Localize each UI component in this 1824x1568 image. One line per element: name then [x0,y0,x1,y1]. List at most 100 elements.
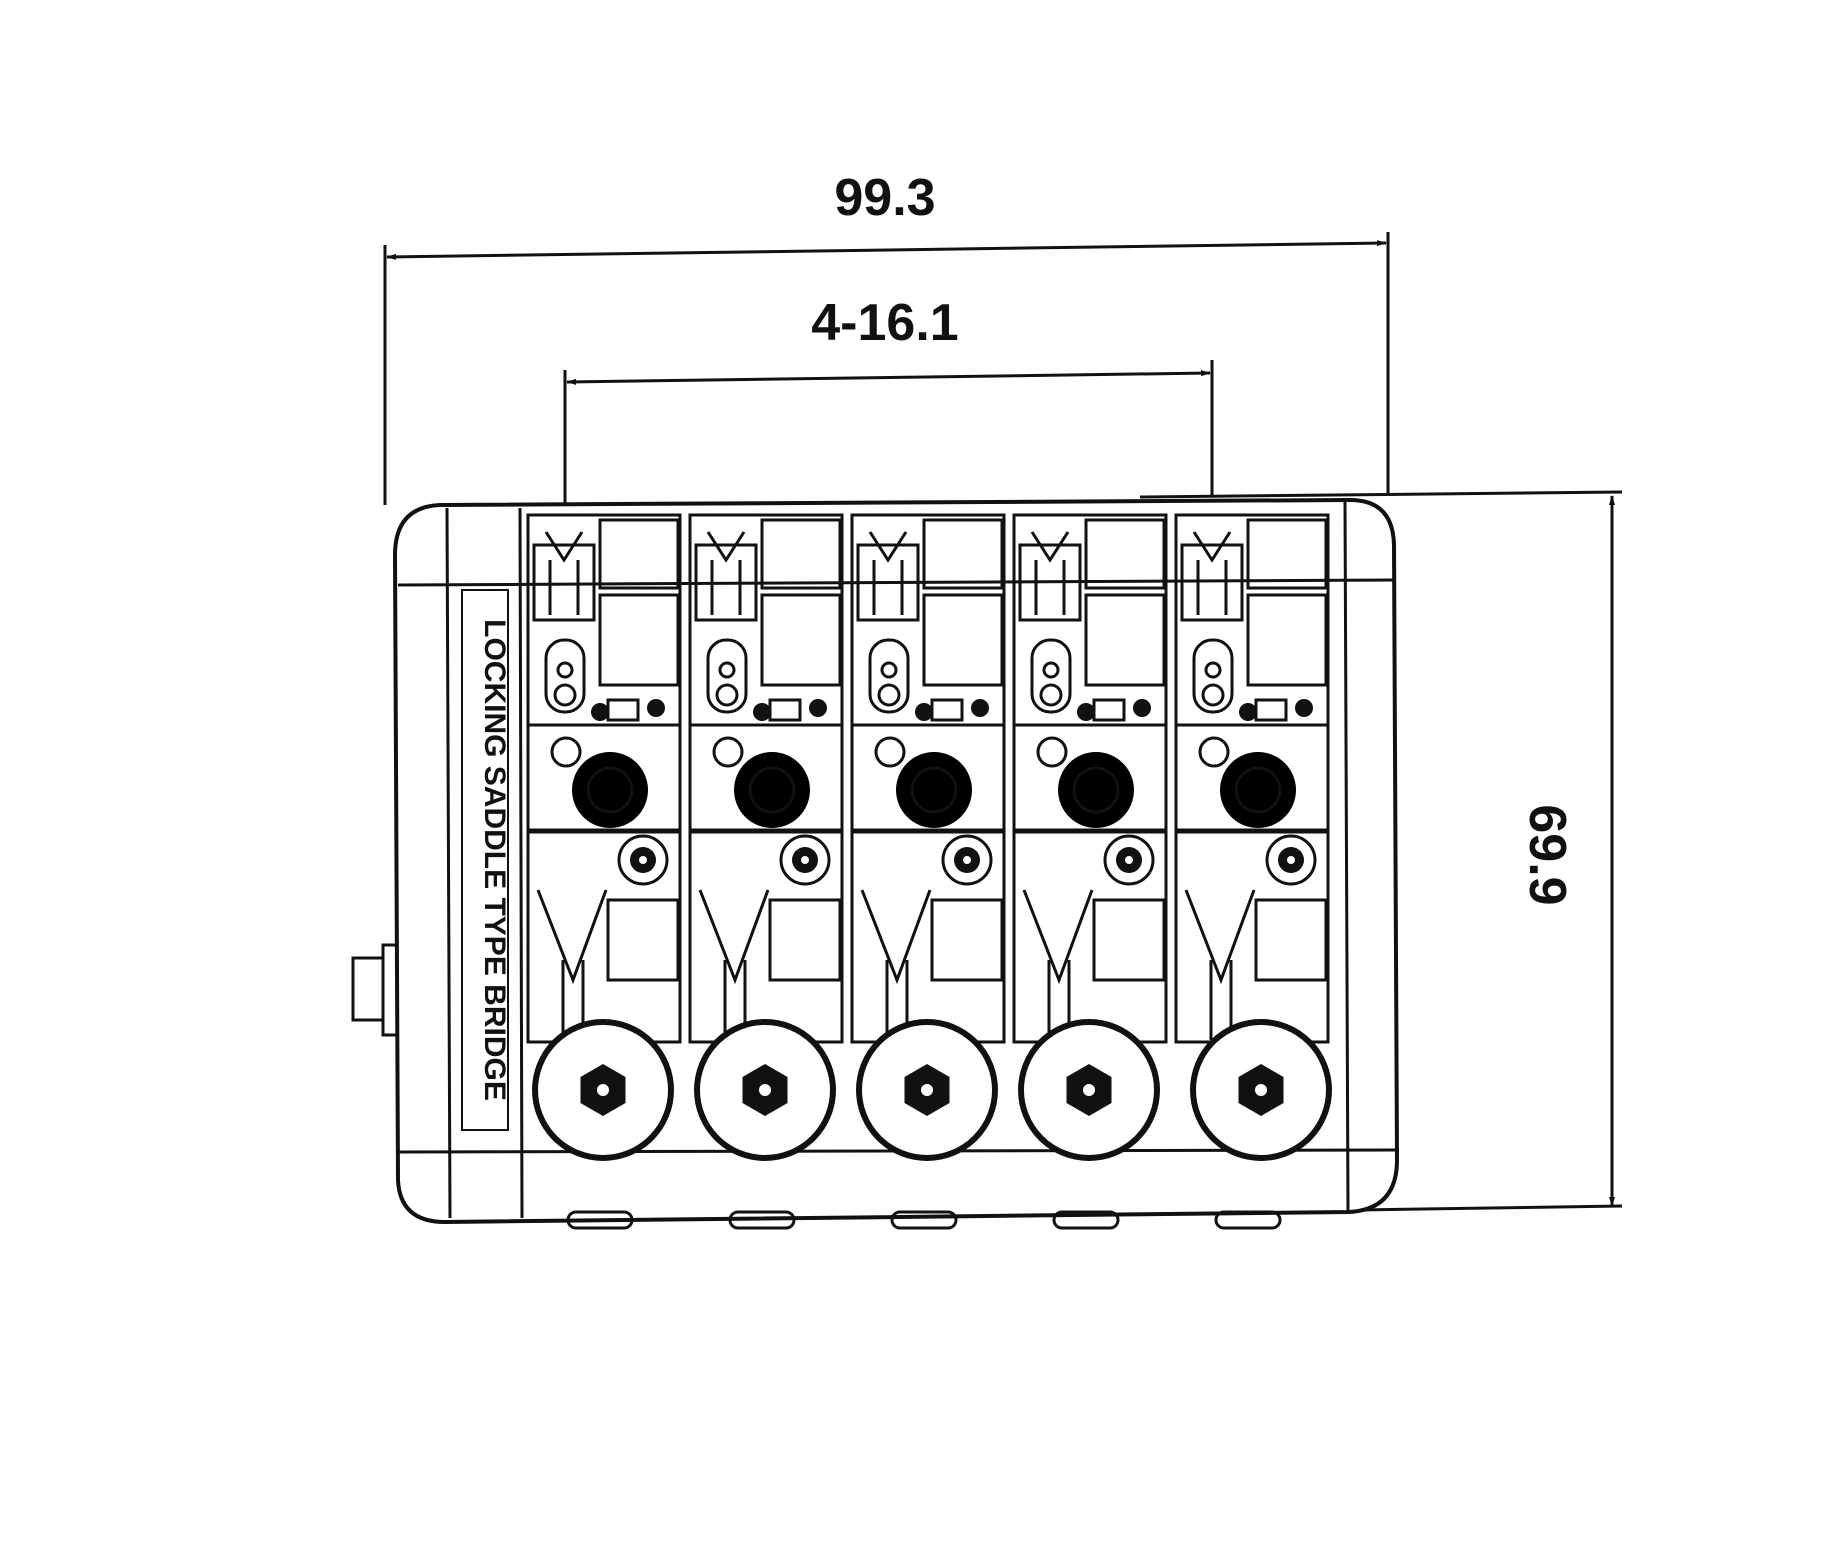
saddle-wedge [1022,889,1094,985]
height-screw-ring [941,834,993,886]
saddle-mid-block [922,593,1004,687]
saddle-group [526,513,1332,1161]
saddle-mid-block [1246,593,1328,687]
lock-pin-top [1204,661,1222,679]
clamp-v-notch [544,531,584,563]
bottom-slot [566,1210,634,1230]
height-screw-socket [801,856,809,864]
hex-socket-center [1255,1084,1267,1096]
intonation-screw-inner [748,766,796,814]
saddle-dot-right [971,699,989,717]
lock-pin [553,683,577,707]
engraving-text: LOCKING SADDLE TYPE BRIDGE [478,619,511,1101]
height-block [526,830,682,1044]
saddle-tab [606,698,640,722]
intonation-screw-outer [1220,752,1296,828]
height-extension-top [1139,490,1623,499]
intonation-screw-inner [1234,766,1282,814]
saddle-3 [850,513,1006,1161]
intonation-block [526,723,682,832]
string-clamp [856,543,920,622]
saddle-wedge [698,889,770,985]
bottom-slot [728,1210,796,1230]
saddle-wedge [536,889,608,985]
string-clamp [532,543,596,622]
clamp-v-notch [706,531,746,563]
intonation-block [688,723,844,832]
height-screw-ring [617,834,669,886]
hex-socket-center [921,1084,933,1096]
intonation-screw-inner [586,766,634,814]
saddle-dot-right [647,699,665,717]
height-side-block [606,898,680,982]
height-screw-ring [1265,834,1317,886]
height-block [688,830,844,1044]
dimension-overall-width: 99.3 [383,169,1390,505]
saddle-dot-left [1077,703,1095,721]
saddle-top-block [922,518,1004,590]
clamp-v-notch [1030,531,1070,563]
height-side-block [768,898,842,982]
intonation-screw-outer [1058,752,1134,828]
saddle-dot-left [591,703,609,721]
side-screw-shank [381,943,399,1037]
saddle-5 [1174,513,1332,1161]
height-screw-ring [1103,834,1155,886]
height-extension-bottom [1359,1204,1623,1212]
lock-slot [868,638,910,714]
saddle-dot-left [1239,703,1257,721]
intonation-block [1012,723,1168,832]
saddle-dot-left [915,703,933,721]
saddle-top-block [598,518,680,590]
string-clamp [1018,543,1082,622]
intonation-small-ring [712,736,744,768]
height-screw-socket [963,856,971,864]
dimension-string-spacing: 4-16.1 [563,294,1214,505]
height-block [1012,830,1168,1044]
saddle-top-block [1084,518,1166,590]
saddle-mid-block [760,593,842,687]
height-dimension-label: 69.9 [1518,804,1576,905]
saddle-tab [1092,698,1126,722]
saddle-wedge [860,889,932,985]
bottom-slot [1052,1210,1120,1230]
height-side-block [1254,898,1328,982]
intonation-screw-outer [896,752,972,828]
height-screw-socket [1125,856,1133,864]
lock-slot [1192,638,1234,714]
intonation-small-ring [1198,736,1230,768]
saddle-dot-right [1133,699,1151,717]
intonation-block [850,723,1006,832]
hex-socket-center [597,1084,609,1096]
width-dimension-label: 99.3 [834,169,935,227]
saddle-dot-right [809,699,827,717]
intonation-small-ring [1036,736,1068,768]
side-screw-head [351,956,385,1022]
baseplate-top-edge [397,578,1396,587]
lock-pin [1201,683,1225,707]
saddle-tab [930,698,964,722]
engraving-strip-divider [518,507,524,1219]
spacing-dimension-line [566,370,1211,385]
width-dimension-line [386,240,1387,260]
clamp-v-notch [1192,531,1232,563]
dimension-overall-height: 69.9 [1139,490,1623,1212]
hex-socket-center [759,1084,771,1096]
spacing-dimension-label: 4-16.1 [811,294,958,352]
baseplate-right-inner-edge [1343,501,1350,1213]
height-screw-socket [639,856,647,864]
engraving-plate [461,589,509,1131]
saddle-dot-right [1295,699,1313,717]
lock-pin-top [556,661,574,679]
saddle-2 [688,513,844,1161]
bottom-slot [890,1210,958,1230]
string-clamp [694,543,758,622]
bottom-slots [566,1210,1282,1230]
lock-pin-top [880,661,898,679]
string-clamp [1180,543,1244,622]
saddle-4 [1012,513,1168,1161]
height-side-block [930,898,1004,982]
intonation-screw-outer [734,752,810,828]
lock-slot [1030,638,1072,714]
